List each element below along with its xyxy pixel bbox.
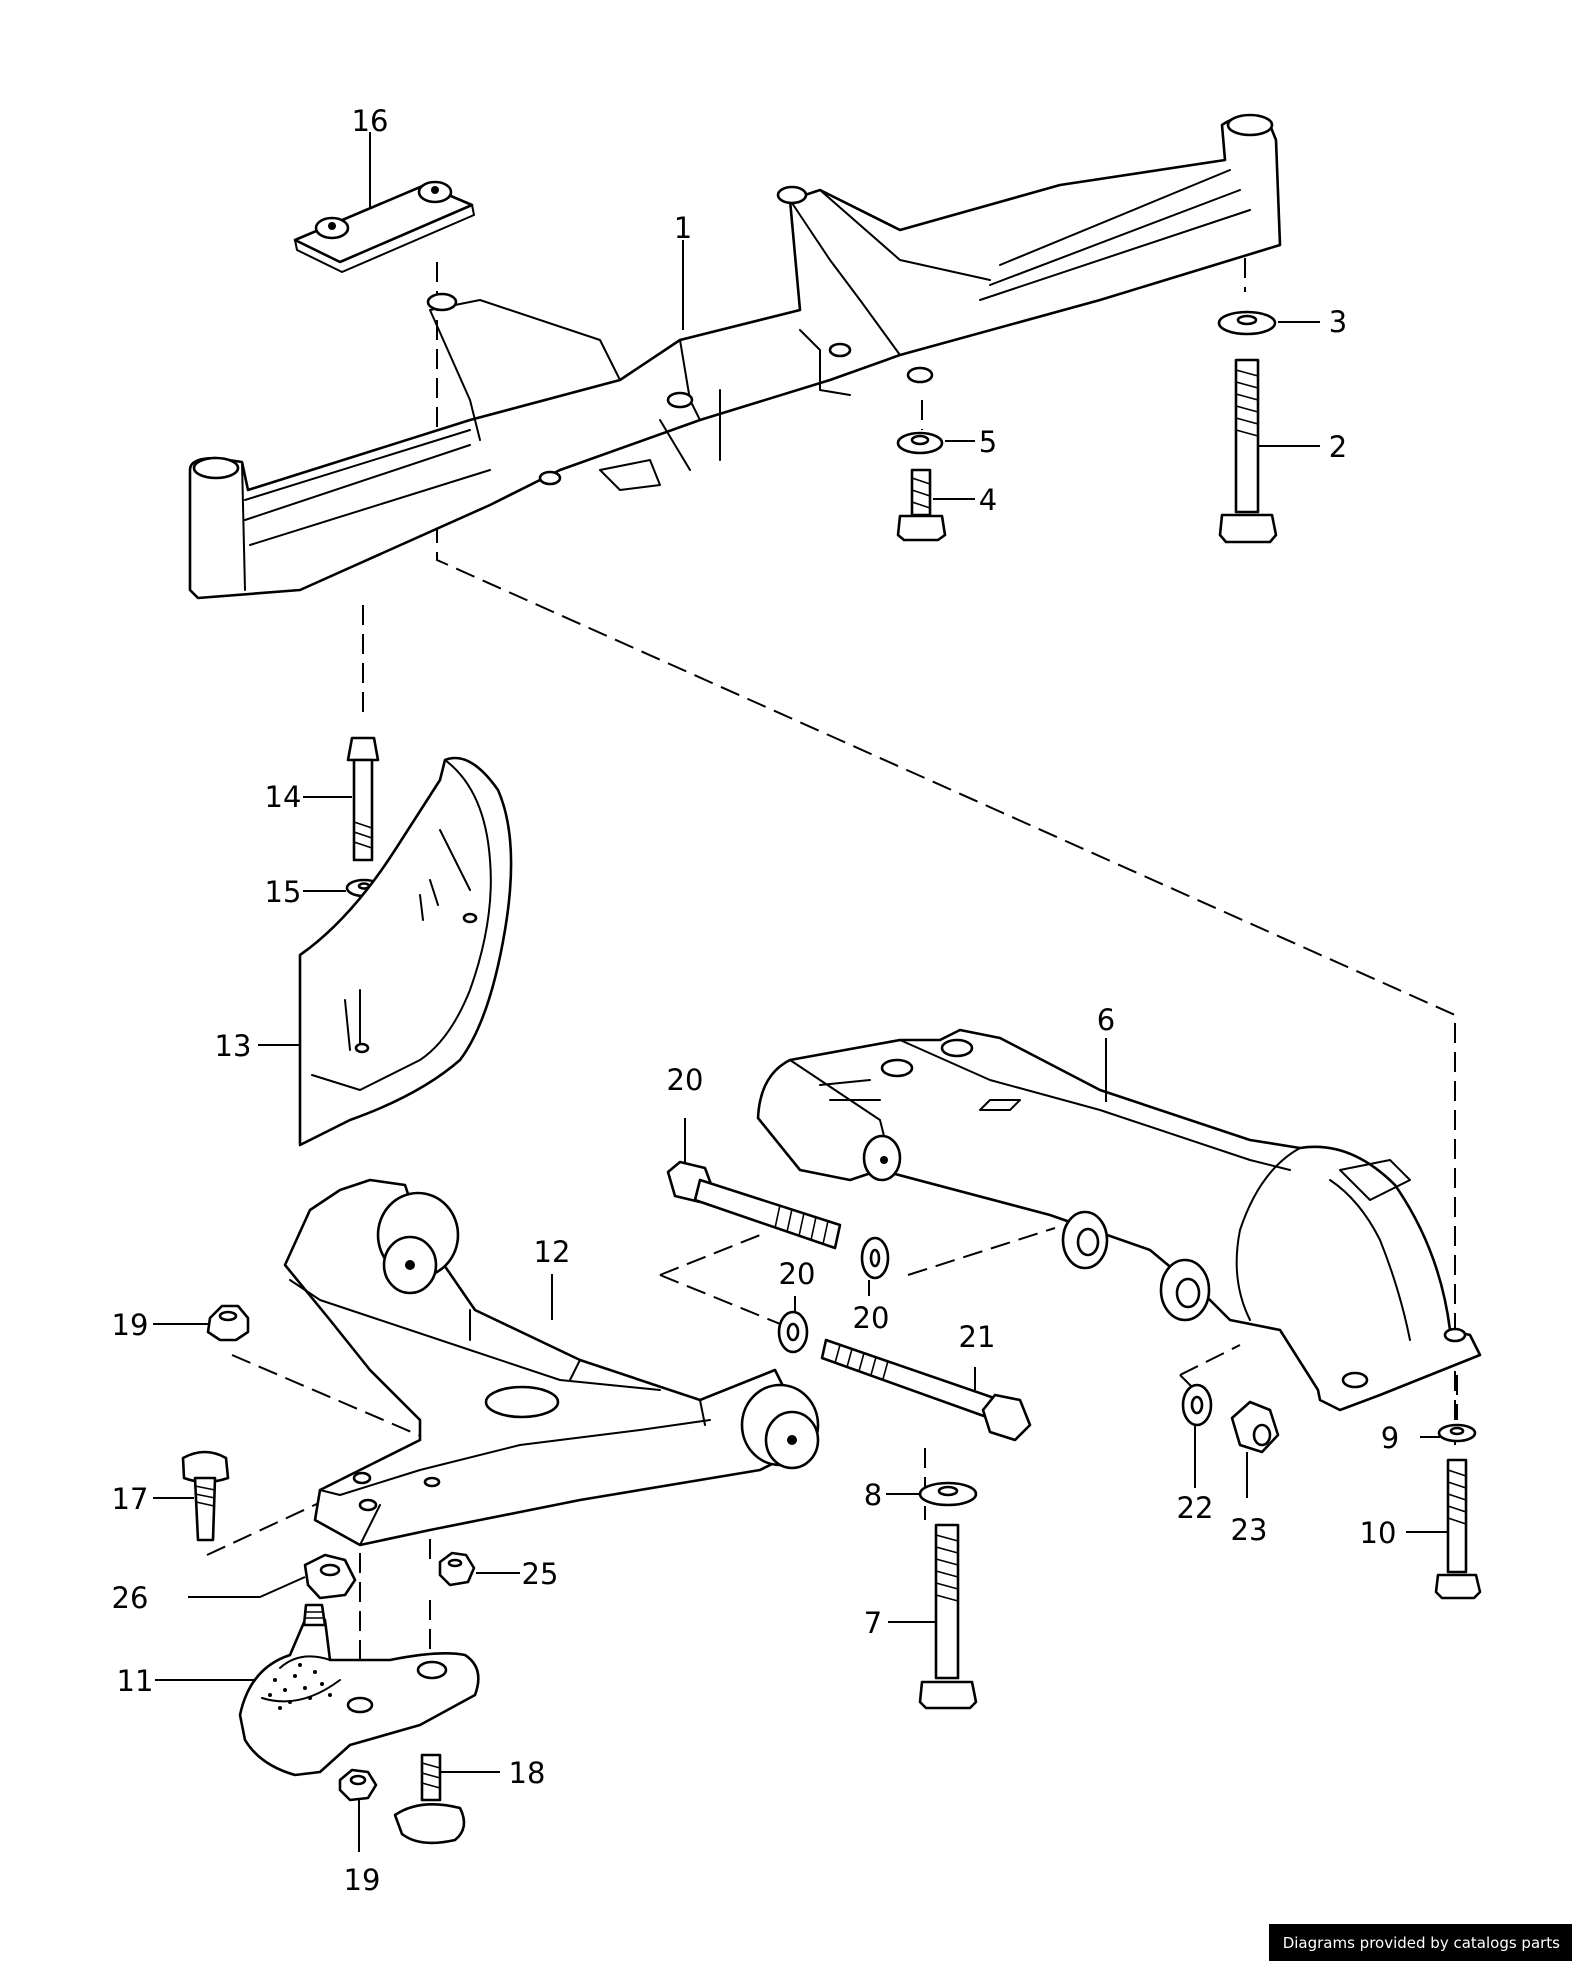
- washer-part-8: [918, 1481, 978, 1507]
- callout-11: 11: [117, 1664, 154, 1698]
- callout-21: 20: [667, 1063, 704, 1097]
- control-arm-part-12: [283, 1178, 820, 1547]
- callout-labels: 16 1 3 2 5 4 14 15 13 6 20 12 20 20 21 2…: [112, 104, 1400, 1897]
- washer-part-5: [896, 431, 944, 455]
- nut-part-19b: [338, 1768, 378, 1802]
- callout-4: 4: [979, 483, 997, 517]
- leader-lines: [153, 132, 1448, 1852]
- bolt-part-21: [666, 1160, 842, 1250]
- stud-part-17: [181, 1450, 230, 1542]
- bolt-part-10: [1434, 1458, 1482, 1600]
- bolt-part-4: [896, 468, 947, 542]
- bolt-part-14: [346, 736, 380, 862]
- nut-part-26: [303, 1553, 357, 1600]
- callout-19b: 19: [344, 1863, 381, 1897]
- washer-part-3: [1217, 310, 1277, 336]
- washer-part-9: [1437, 1423, 1477, 1443]
- callout-15: 15: [265, 875, 302, 909]
- callout-20b: 20: [853, 1301, 890, 1335]
- bolt-part-22: [820, 1338, 1032, 1442]
- ball-joint-part-11: [238, 1603, 480, 1777]
- bolt-part-2: [1218, 358, 1278, 544]
- callout-14: 14: [265, 780, 302, 814]
- callout-9: 9: [1381, 1421, 1399, 1455]
- callout-1: 1: [674, 211, 692, 245]
- callout-16: 16: [352, 104, 389, 138]
- shield-part-13: [298, 756, 513, 1147]
- callout-24: 23: [1231, 1513, 1268, 1547]
- nut-part-24: [1230, 1400, 1280, 1454]
- callout-12: 12: [534, 1235, 571, 1269]
- callout-25: 25: [522, 1557, 559, 1591]
- callout-22: 21: [959, 1320, 996, 1354]
- bolt-part-18: [393, 1753, 466, 1845]
- washer-part-20a: [860, 1236, 890, 1280]
- nut-part-19a: [206, 1304, 250, 1342]
- credit-banner: Diagrams provided by catalogs parts: [1268, 1924, 1572, 1961]
- callout-10: 10: [1360, 1516, 1397, 1550]
- callout-2: 2: [1329, 430, 1347, 464]
- mount-plate-part-16: [293, 180, 475, 273]
- bolt-part-7: [918, 1523, 978, 1710]
- callout-26: 26: [112, 1581, 149, 1615]
- callout-5: 5: [979, 425, 997, 459]
- crossmember-part-1: [188, 113, 1282, 600]
- callout-13: 13: [215, 1029, 252, 1063]
- subframe-part-6: [756, 1028, 1482, 1412]
- callout-17: 17: [112, 1482, 149, 1516]
- washer-part-23: [1181, 1383, 1213, 1427]
- callout-20a: 20: [779, 1257, 816, 1291]
- callout-23: 22: [1177, 1491, 1214, 1525]
- callout-6: 6: [1097, 1003, 1115, 1037]
- callout-19a: 19: [112, 1308, 149, 1342]
- washer-part-20b: [777, 1310, 809, 1354]
- callout-7: 7: [864, 1606, 882, 1640]
- callout-18: 18: [509, 1756, 546, 1790]
- nut-part-25: [438, 1551, 476, 1587]
- callout-8: 8: [864, 1478, 882, 1512]
- callout-3: 3: [1329, 305, 1347, 339]
